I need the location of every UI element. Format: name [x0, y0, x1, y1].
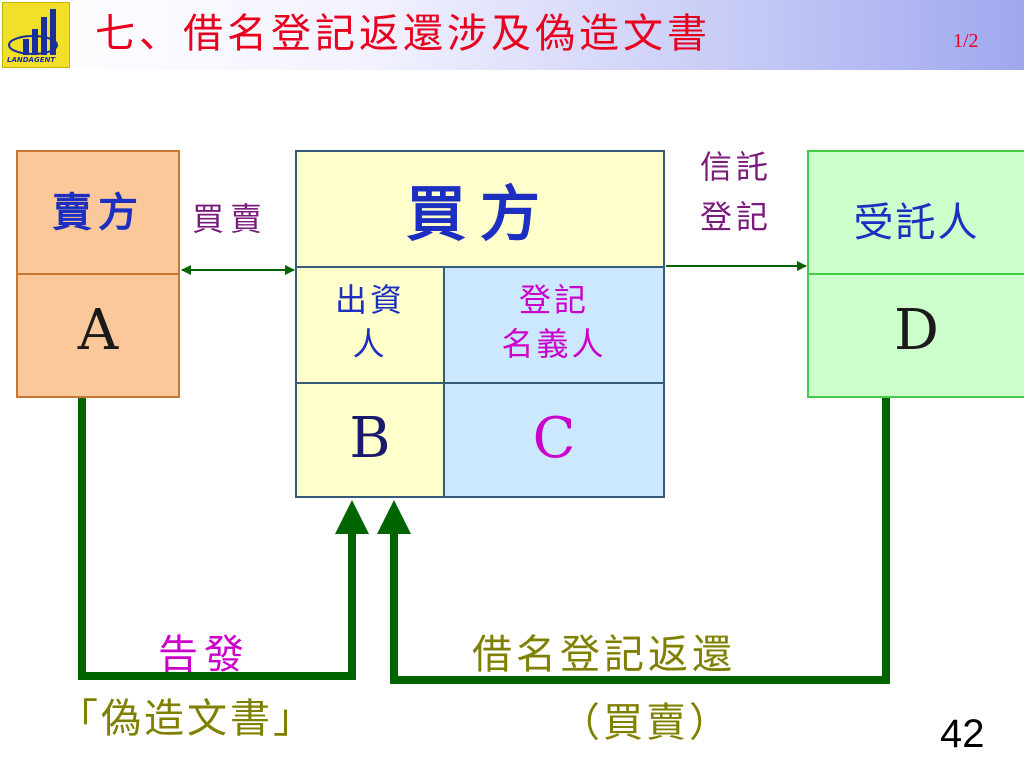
seller-divider	[18, 273, 178, 275]
forgery-label: 「偽造文書」	[58, 696, 316, 742]
buyer-box: 買方 出資 人 登記 名義人 B C	[295, 150, 665, 498]
nominee-label-line1: 登記	[518, 281, 589, 319]
funder-letter: B	[349, 406, 391, 471]
return-arrowhead	[377, 500, 411, 534]
return-sub-label: （買賣）	[560, 700, 732, 746]
accuse-arrowhead	[335, 500, 369, 534]
buyer-divider-middle	[297, 382, 663, 384]
return-path	[390, 398, 890, 684]
nominee-letter: C	[532, 406, 576, 471]
accuse-path	[78, 398, 356, 680]
trustee-box: 受託人 D	[807, 150, 1024, 398]
trust-label-line1: 信託	[699, 148, 772, 186]
sale-label: 買賣	[192, 200, 269, 238]
buyer-divider-top	[297, 266, 663, 268]
nominee-label: 登記 名義人	[445, 278, 663, 366]
seller-letter: A	[77, 298, 119, 363]
buyer-title: 買方	[406, 180, 554, 250]
logo-wordmark: LANDAGENT	[7, 56, 56, 64]
slide-number: 42	[940, 712, 985, 756]
page-fraction: 1/2	[953, 30, 979, 52]
accuse-label: 告發	[158, 632, 250, 678]
funder-label: 出資 人	[297, 278, 443, 366]
landagent-logo: LANDAGENT	[2, 2, 70, 68]
slide-title: 七、借名登記返還涉及偽造文書	[95, 11, 711, 57]
trust-label: 信託 登記	[686, 142, 786, 242]
trustee-divider	[809, 273, 1024, 275]
header-bar: LANDAGENT 七、借名登記返還涉及偽造文書 1/2	[0, 0, 1024, 70]
funder-label-line2: 人	[352, 325, 388, 363]
buyer-divider-vertical	[443, 268, 445, 498]
funder-label-line1: 出資	[334, 281, 405, 319]
trustee-letter: D	[894, 298, 939, 363]
trust-label-line2: 登記	[699, 198, 772, 236]
seller-title: 賣方	[52, 189, 144, 236]
nominee-label-line2: 名義人	[501, 325, 607, 363]
seller-box: 賣方 A	[16, 150, 180, 398]
return-label: 借名登記返還	[472, 632, 736, 678]
trustee-title: 受託人	[853, 200, 980, 246]
